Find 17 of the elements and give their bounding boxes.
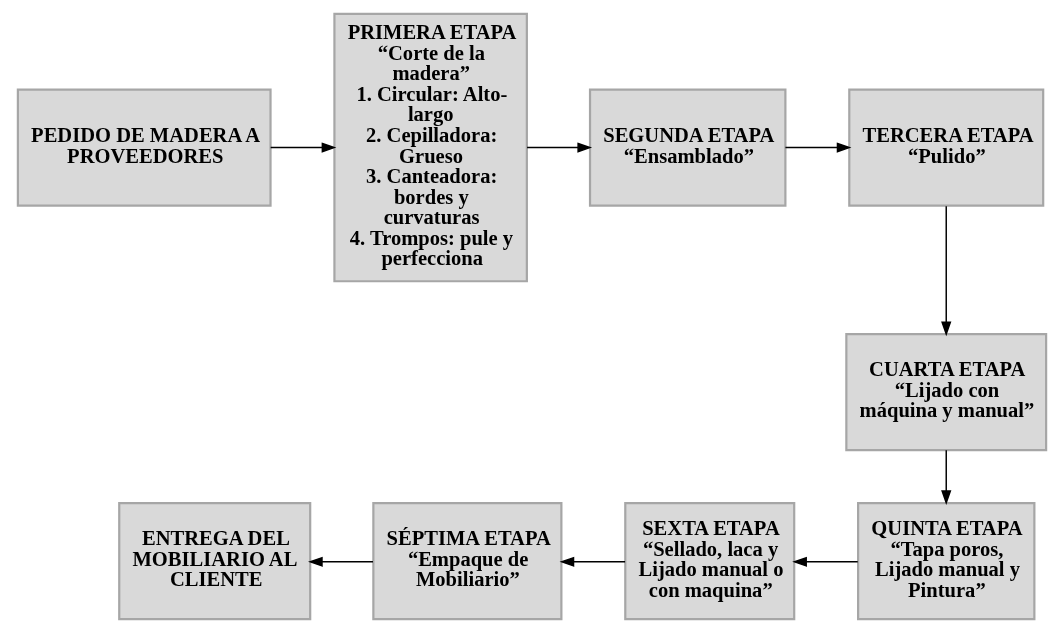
node-box: TERCERA ETAPA “Pulido” bbox=[847, 88, 1044, 207]
arrow bbox=[784, 142, 851, 153]
node-box: ENTREGA DEL MOBILIARIO AL CLIENTE bbox=[117, 501, 311, 621]
node-box: PEDIDO DE MADERA A PROVEEDORES bbox=[16, 88, 272, 207]
arrow bbox=[559, 556, 626, 567]
arrow bbox=[940, 449, 951, 506]
node-box: PRIMERA ETAPA “Corte de la madera” 1. Circular: Alto-largo 2. Cepilladora: Grueso 3. Canteadora: bordes y curvaturas 4. Trompos: pule y perfecciona bbox=[332, 12, 528, 283]
node-box: QUINTA ETAPA “Tapa poros, Lijado manual y Pintura” bbox=[856, 501, 1035, 621]
node-box: SEXTA ETAPA “Sellado, laca y Lijado manual o con maquina” bbox=[623, 501, 795, 621]
arrow bbox=[940, 205, 951, 337]
node-box: SÉPTIMA ETAPA “Empaque de Mobiliario” bbox=[371, 501, 562, 621]
arrow bbox=[791, 556, 858, 567]
arrow bbox=[269, 142, 336, 153]
arrow bbox=[525, 142, 592, 153]
node-box: CUARTA ETAPA “Lijado con máquina y manual” bbox=[844, 333, 1047, 452]
node-box: SEGUNDA ETAPA “Ensamblado” bbox=[588, 88, 786, 207]
arrow bbox=[307, 556, 374, 567]
